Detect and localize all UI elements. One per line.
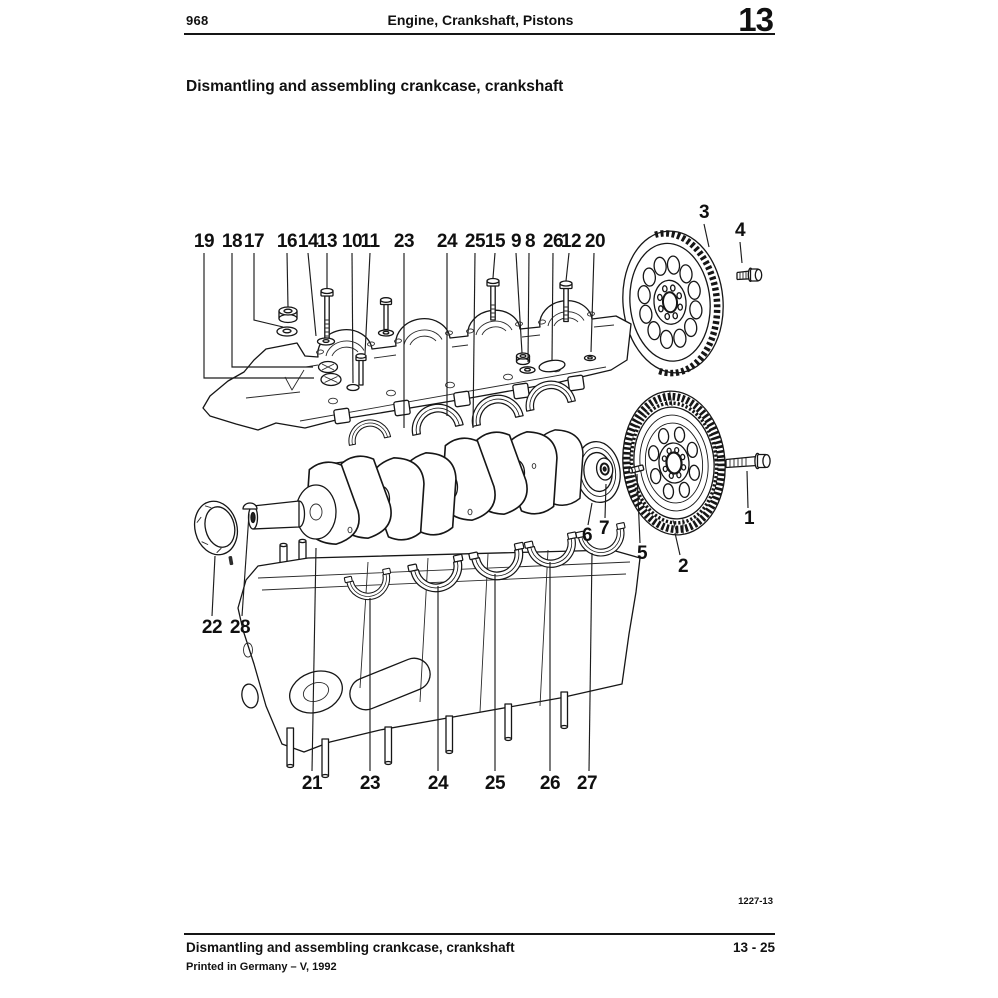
front-bearing-ring [193,500,239,556]
callout-26-top: 26 [543,231,563,252]
main-bearing-bolts [316,277,573,346]
drive-plate [622,390,726,536]
lock-washers [317,360,342,387]
callout-1: 1 [744,508,755,529]
callout-5: 5 [637,543,648,564]
footer-rule [184,933,775,935]
footer-imprint: Printed in Germany – V, 1992 [186,961,337,973]
crankshaft [247,425,591,549]
callout-numbers: 19 18 17 16 14 13 10 11 23 24 25 15 9 8 … [194,202,756,794]
header-rule [184,33,775,35]
callout-26-bottom: 26 [540,773,560,794]
flywheel [622,230,724,377]
footer-title: Dismantling and assembling crankcase, cr… [186,940,515,955]
callout-9: 9 [511,231,521,252]
flywheel-bolt [736,267,763,283]
callout-21: 21 [302,773,323,794]
deck-nut-washers [515,352,597,374]
crankcase-lower-half [237,538,641,779]
callout-27: 27 [577,773,597,794]
callout-8: 8 [525,231,535,252]
callout-14: 14 [298,231,319,252]
crankcase-upper-half [202,300,632,431]
callout-18: 18 [222,231,242,252]
callout-23-top: 23 [394,231,414,252]
callout-2: 2 [678,556,688,577]
callout-7: 7 [599,518,609,539]
callout-24-top: 24 [437,231,458,252]
figure-reference: 1227-13 [738,896,773,907]
callout-15: 15 [485,231,506,252]
callout-23-bottom: 23 [360,773,380,794]
drive-plate-bolt [725,452,771,470]
callout-20: 20 [585,231,605,252]
header-chapter-number: 13 [738,1,774,38]
woodruff-key [242,502,258,510]
nut-and-washer [276,306,298,337]
callout-17: 17 [244,231,264,252]
oil-pin [228,555,234,566]
footer-page-number: 13 - 25 [732,940,775,955]
leader-lines [203,223,749,772]
callout-10: 10 [342,231,362,252]
callout-11: 11 [360,231,380,252]
dowel-pin [628,464,645,474]
callout-25-bottom: 25 [485,773,506,794]
header-section-title: Engine, Crankshaft, Pistons [387,12,574,28]
callout-22: 22 [202,617,222,638]
callout-12: 12 [561,231,581,252]
callout-13: 13 [317,231,337,252]
callout-25-top: 25 [465,231,486,252]
callout-19: 19 [194,231,214,252]
callout-24-bottom: 24 [428,773,449,794]
callout-16: 16 [277,231,297,252]
callout-28: 28 [230,617,250,638]
header-model-code: 968 [186,13,209,28]
callout-4: 4 [735,220,746,241]
callout-6: 6 [582,525,592,546]
bedplate-small-bolt [346,353,367,392]
crankshaft-hub [575,440,621,504]
page-title: Dismantling and assembling crankcase, cr… [186,78,564,95]
callout-3: 3 [699,202,709,223]
